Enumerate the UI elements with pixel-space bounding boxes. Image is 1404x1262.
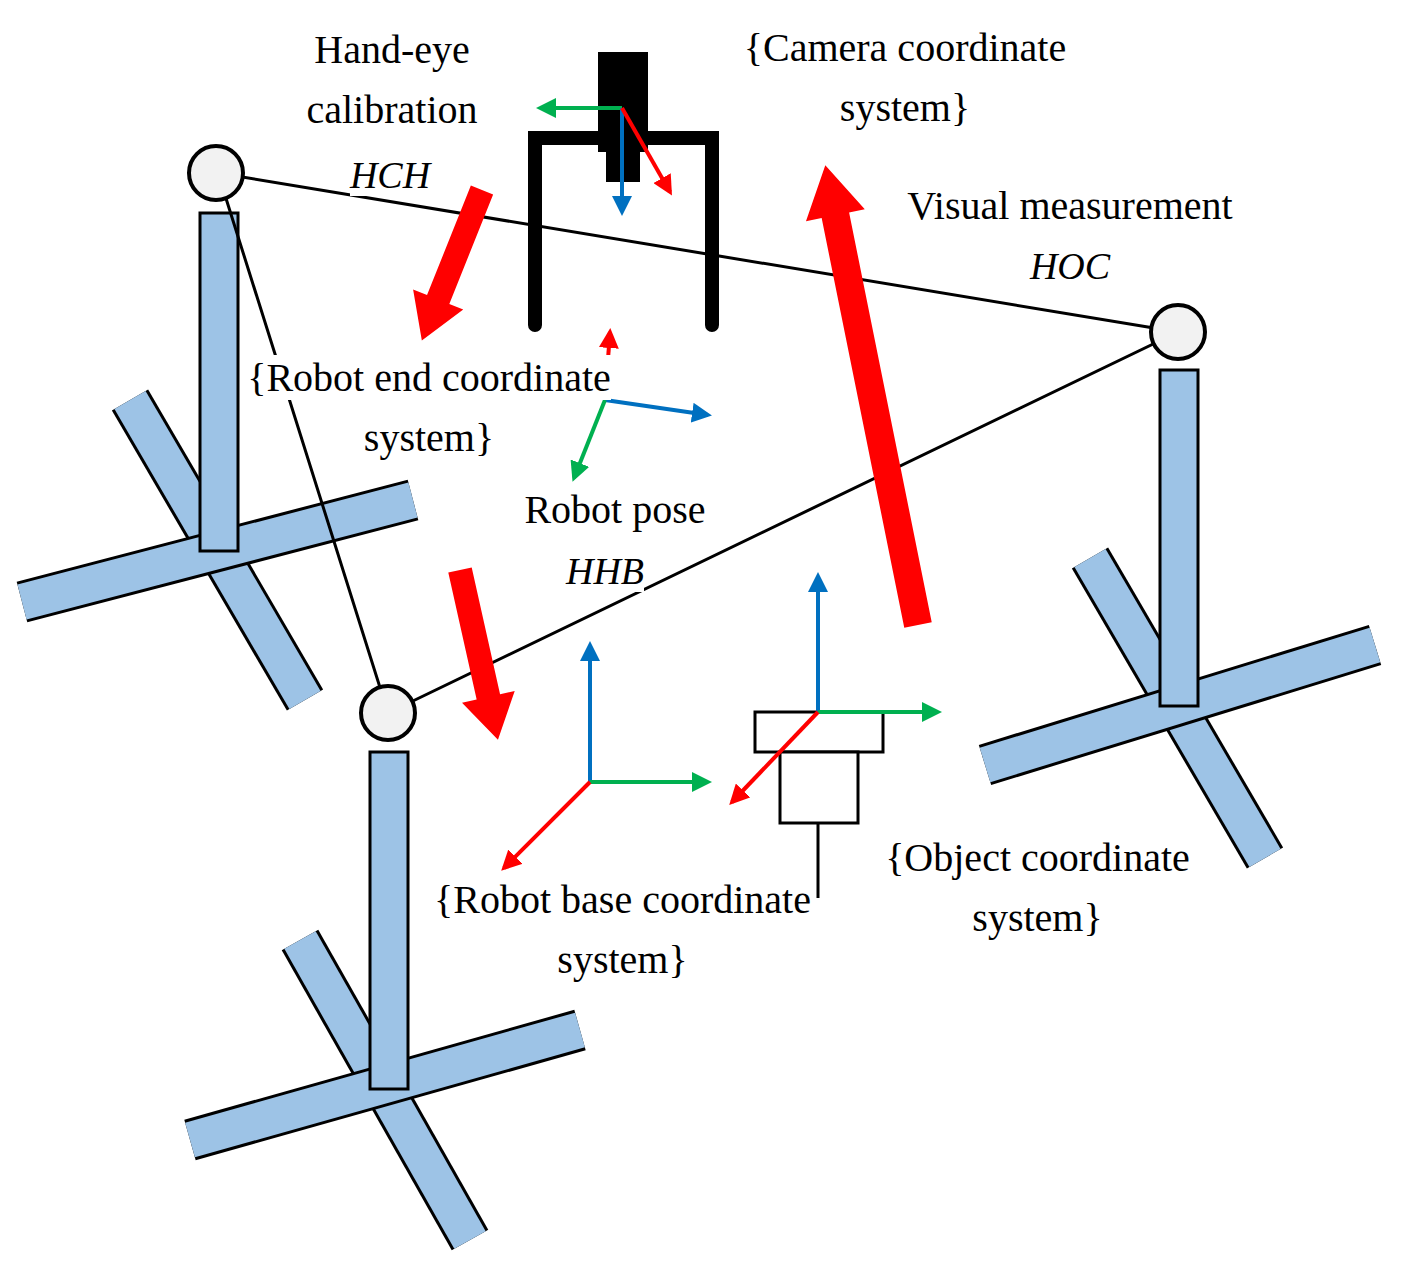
coordinate-frame xyxy=(504,108,938,868)
tripod xyxy=(22,213,1375,1240)
transform-symbol: HCH xyxy=(350,154,430,196)
transform-symbol-box: HHB xyxy=(545,541,665,601)
frame-label: {Camera coordinate system} xyxy=(744,25,1066,130)
frame-label-box: {Object coordinate system} xyxy=(840,828,1235,948)
frame-label-box: {Robot base coordinate system} xyxy=(425,870,820,990)
transform-symbol-box: HCH xyxy=(330,145,450,205)
marker-ball xyxy=(189,146,1205,740)
arrow-label: Robot pose xyxy=(524,487,705,532)
arrow-label: Hand-eye calibration xyxy=(306,27,477,132)
object xyxy=(755,712,883,898)
gripper xyxy=(535,52,712,325)
arrow-label: Visual measurement xyxy=(907,183,1232,228)
frame-label: {Object coordinate system} xyxy=(885,835,1190,940)
frame-label: {Robot base coordinate system} xyxy=(434,877,811,982)
frame-label-box: {Camera coordinate system} xyxy=(690,18,1120,138)
frame-label-box: {Robot end coordinate system} xyxy=(240,348,618,468)
arrow-label-box: Hand-eye calibration xyxy=(272,20,512,140)
arrow-label-box: Visual measurement xyxy=(860,176,1280,236)
arrow-label-box: Robot pose xyxy=(490,480,740,540)
transform-symbol: HOC xyxy=(1030,245,1110,287)
transform-symbol: HHB xyxy=(566,550,644,592)
transform-symbol-box: HOC xyxy=(1010,236,1130,296)
frame-label: {Robot end coordinate system} xyxy=(247,355,611,460)
marker-triangle xyxy=(218,173,1178,713)
